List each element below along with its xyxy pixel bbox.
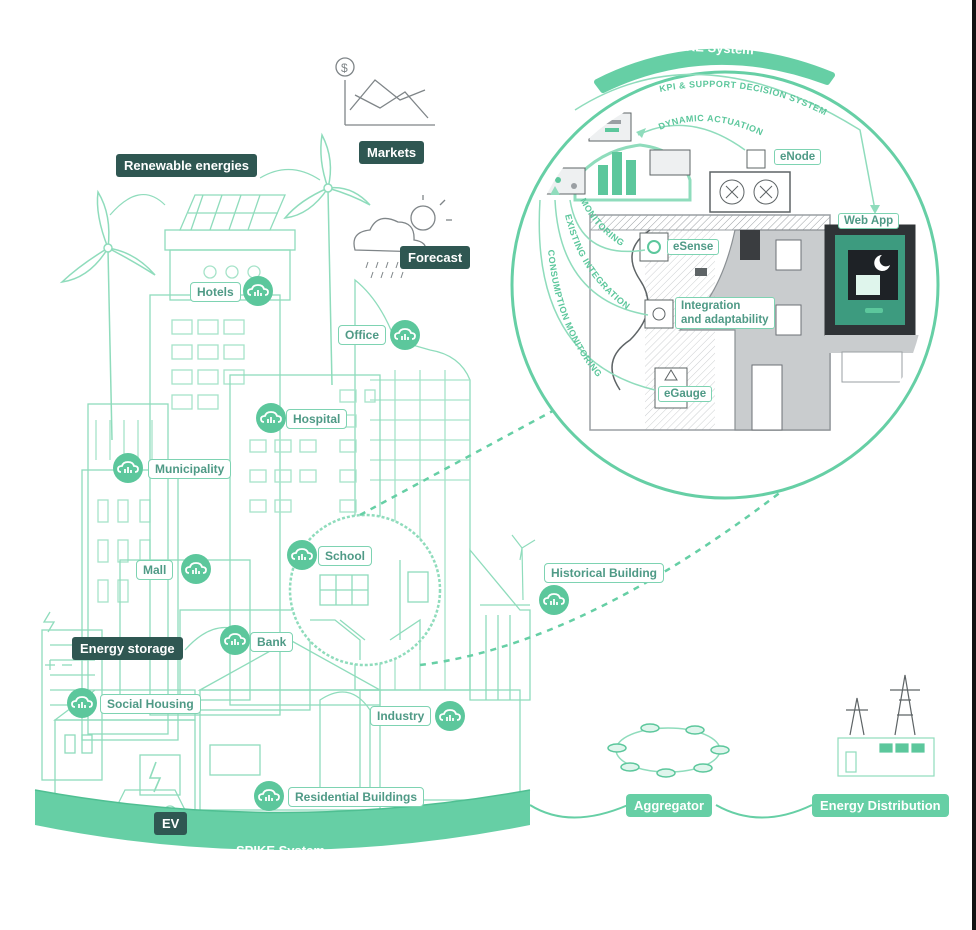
web-app-label: Web App: [838, 213, 900, 229]
cloud-chart-icon: [390, 320, 420, 350]
social-housing-label: Social Housing: [100, 694, 201, 714]
aggregator-label: Aggregator: [626, 794, 713, 817]
municipality-label: Municipality: [148, 459, 232, 479]
cloud-chart-icon: [243, 276, 273, 306]
forecast-label: Forecast: [400, 246, 471, 269]
bank-label: Bank: [250, 632, 294, 652]
cloud-chart-icon: [256, 403, 286, 433]
cloud-chart-icon: [435, 701, 465, 731]
cloud-chart-icon: [539, 585, 569, 615]
enode-label: eNode: [774, 149, 822, 165]
esense-label: eSense: [667, 239, 720, 255]
residential-buildings-label: Residential Buildings: [288, 787, 425, 807]
industry-label: Industry: [370, 706, 432, 726]
integration-line2: and adaptability: [681, 314, 769, 326]
hospital-label: Hospital: [286, 409, 348, 429]
historical-building-label: Historical Building: [544, 563, 665, 583]
energy-distribution-label: Energy Distribution: [812, 794, 949, 817]
hotels-label: Hotels: [190, 282, 241, 302]
zoom-line-bottom: [419, 409, 881, 667]
spike-base: [34, 789, 531, 850]
markets-label: Markets: [359, 141, 425, 164]
energy-storage-label: Energy storage: [72, 637, 183, 660]
svg-text:$: $: [341, 61, 348, 75]
mall-label: Mall: [136, 560, 174, 580]
battery-icon: [42, 611, 72, 670]
renewable-energies-label: Renewable energies: [116, 154, 257, 177]
cloud-chart-icon: [254, 781, 284, 811]
historical-building: [469, 548, 531, 701]
integration-label: Integration and adaptability: [675, 297, 775, 329]
school-label: School: [318, 546, 373, 566]
gear-icon: [652, 307, 666, 321]
ev-label: EV: [154, 812, 188, 835]
office-label: Office: [338, 325, 387, 345]
dollar-icon: $: [335, 57, 435, 126]
pylon-icon: [837, 674, 935, 777]
cloud-chart-icon: [113, 453, 143, 483]
solar-panel-icon: [179, 194, 286, 231]
wind-turbine-icon: [283, 132, 371, 386]
egauge-label: eGauge: [658, 386, 713, 402]
enode-device-icon: [746, 149, 766, 169]
moon-icon: [874, 255, 890, 271]
window-edge: [972, 0, 976, 930]
sun-cloud-icon: [353, 195, 452, 279]
cloud-chart-icon: [287, 540, 317, 570]
cloud-chart-icon: [220, 625, 250, 655]
cloud-chart-icon: [67, 688, 97, 718]
detail-circle: KPI & SUPPORT DECISION SYSTEM DYNAMIC AC…: [510, 48, 940, 500]
school-zoom-circle: [288, 513, 442, 667]
wind-turbine-icon: [511, 534, 536, 601]
integration-line1: Integration: [681, 300, 741, 312]
spike-system-bottom-label: SPIKE System: [236, 843, 325, 858]
cloud-chart-icon: [181, 554, 211, 584]
industry-building: [359, 689, 521, 801]
kpi-arc: [574, 73, 876, 211]
office-tower: [354, 278, 471, 691]
wind-turbine-icon: [59, 189, 156, 441]
aggregator-icon: [607, 723, 730, 778]
